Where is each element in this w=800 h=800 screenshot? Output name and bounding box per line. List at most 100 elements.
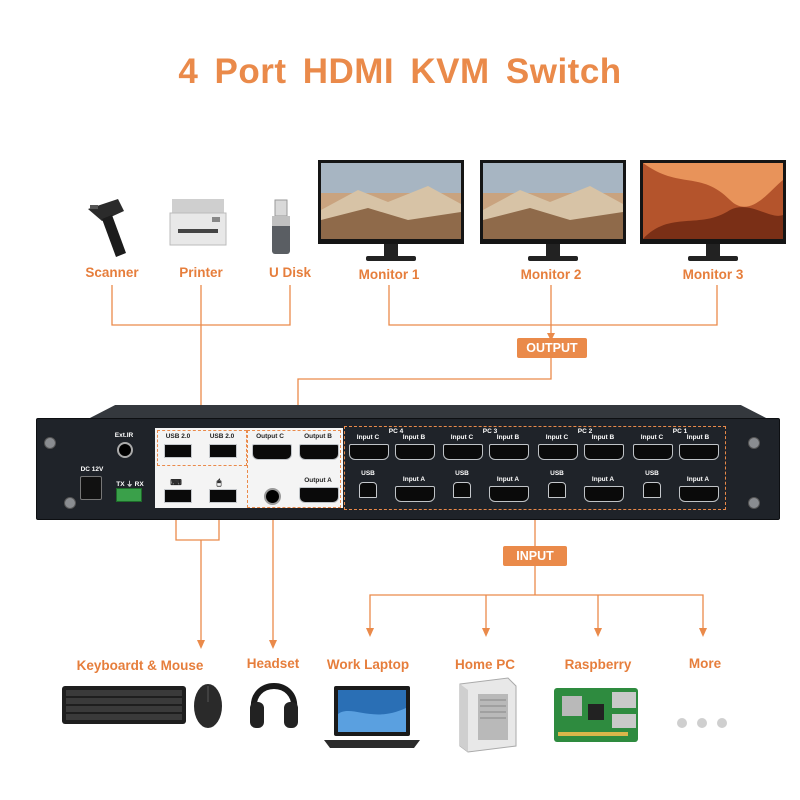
barcode-scanner-icon (80, 195, 140, 260)
ir-port (117, 442, 133, 458)
pc-label: PC 1 (672, 428, 688, 435)
output-tag: OUTPUT (517, 338, 587, 358)
input-b-label: Input B (686, 434, 710, 441)
work-laptop-label: Work Laptop (326, 657, 410, 672)
usb-b-port (359, 482, 377, 498)
usb-port (164, 444, 192, 458)
headset-label: Headset (246, 656, 300, 671)
input-c-label: Input C (545, 434, 569, 441)
input-c-label: Input C (356, 434, 380, 441)
input-a-label: Input A (496, 476, 520, 483)
output-a-label: Output A (304, 477, 332, 484)
monitor-2-label: Monitor 2 (520, 267, 582, 282)
input-c-label: Input C (640, 434, 664, 441)
input-a-port (395, 486, 435, 502)
input-c-label: Input C (450, 434, 474, 441)
udisk-label: U Disk (268, 265, 312, 280)
input-b-label: Input B (496, 434, 520, 441)
scanner-label: Scanner (85, 265, 139, 280)
input-a-label: Input A (686, 476, 710, 483)
input-tag: INPUT (503, 546, 567, 566)
monitor-1-icon (318, 160, 464, 264)
input-c-port (443, 444, 483, 460)
input-b-port (395, 444, 435, 460)
input-a-port (489, 486, 529, 502)
output-group-outline (247, 430, 341, 508)
input-a-label: Input A (591, 476, 615, 483)
input-b-port (489, 444, 529, 460)
pc3-block: PC 3 Input C Input B USB Input A (440, 428, 532, 506)
keyboard-usb-port (164, 489, 192, 503)
usb-label: USB (645, 470, 659, 477)
kbm-bus-line (175, 510, 220, 541)
home-pc-label: Home PC (454, 657, 515, 672)
input-c-port (538, 444, 578, 460)
monitor-1-label: Monitor 1 (358, 267, 420, 282)
screw-icon (44, 437, 56, 449)
more-label: More (688, 656, 722, 671)
pc1-block: PC 1 Input C Input B USB Input A (630, 428, 722, 506)
keyboard-mouse-label: Keyboardt & Mouse (76, 658, 204, 673)
input-group-outline (344, 426, 726, 510)
usb1-label: USB 2.0 (165, 433, 191, 440)
pc-label: PC 3 (482, 428, 498, 435)
output-b-label: Output B (304, 433, 332, 440)
txrx-label: TX ⏚ RX (116, 481, 144, 488)
laptop-icon (322, 684, 422, 750)
desktop-pc-icon (450, 676, 522, 754)
input-b-port (584, 444, 624, 460)
mouse-icon: 🖱 (216, 478, 222, 487)
more-dots-icon (675, 716, 731, 730)
input-c-port (633, 444, 673, 460)
input-a-port (679, 486, 719, 502)
input-b-label: Input B (402, 434, 426, 441)
printer-label: Printer (179, 265, 223, 280)
monitor-2-icon (480, 160, 626, 264)
pc-label: PC 2 (577, 428, 593, 435)
page-title: 4 Port HDMI KVM Switch (178, 52, 622, 91)
usb-label: USB (455, 470, 469, 477)
screw-icon (748, 437, 760, 449)
device-top-edge (88, 405, 768, 419)
input-a-port (584, 486, 624, 502)
output-c-port (252, 444, 292, 460)
monitor-3-label: Monitor 3 (682, 267, 744, 282)
dc-label: DC 12V (80, 466, 104, 473)
dc-jack (80, 476, 102, 500)
headset-icon (248, 672, 300, 732)
screw-icon (748, 497, 760, 509)
output-c-label: Output C (256, 433, 284, 440)
ext-ir-label: Ext.IR (114, 432, 134, 439)
usb-group-outline (157, 430, 247, 466)
usb-b-port (548, 482, 566, 498)
printer-icon (168, 195, 228, 255)
pc-label: PC 4 (388, 428, 404, 435)
usb-drive-icon (266, 198, 296, 258)
screw-icon (64, 497, 76, 509)
input-b-port (679, 444, 719, 460)
raspberry-label: Raspberry (564, 657, 632, 672)
usb-b-port (643, 482, 661, 498)
pc2-block: PC 2 Input C Input B USB Input A (535, 428, 627, 506)
input-a-label: Input A (402, 476, 426, 483)
usb-port (209, 444, 237, 458)
usb-b-port (453, 482, 471, 498)
monitor-bus-line (388, 285, 718, 326)
usb2-label: USB 2.0 (209, 433, 235, 440)
raspberry-pi-icon (552, 684, 644, 746)
usb-label: USB (550, 470, 564, 477)
output-b-port (299, 444, 339, 460)
usb-label: USB (361, 470, 375, 477)
audio-jack (264, 488, 281, 505)
input-bus-line (369, 594, 704, 633)
input-b-label: Input B (591, 434, 615, 441)
serial-terminal (116, 488, 142, 502)
pc4-block: PC 4 Input C Input B USB Input A (346, 428, 438, 506)
input-c-port (349, 444, 389, 460)
monitor-3-icon (640, 160, 786, 264)
output-a-port (299, 487, 339, 503)
keyboard-mouse-icon (62, 682, 230, 730)
mouse-usb-port (209, 489, 237, 503)
keyboard-icon: ⌨ (170, 478, 182, 487)
